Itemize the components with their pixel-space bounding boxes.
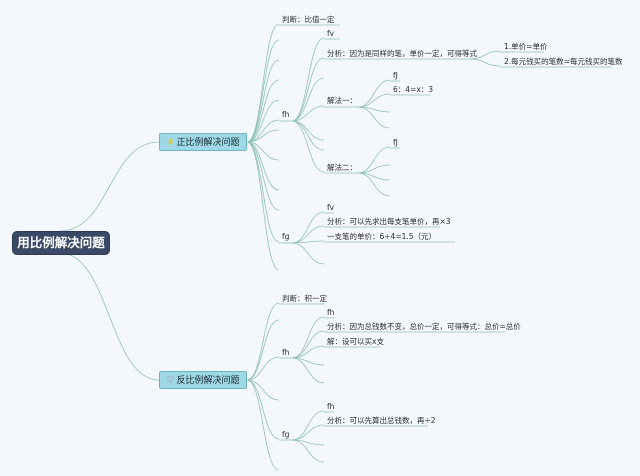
connector-line-32 xyxy=(357,79,391,108)
group1-tag[interactable]: fh xyxy=(282,110,290,119)
connector-line-23 xyxy=(291,120,325,151)
branch-inverse-label: 反比例解决问题 xyxy=(176,376,240,386)
connector-line-61 xyxy=(291,345,325,359)
connector-line-4 xyxy=(246,141,280,243)
branch-direct-label: 正比例解决问题 xyxy=(176,138,240,148)
connector-line-43 xyxy=(291,211,325,244)
group1-title[interactable]: fv xyxy=(327,29,335,38)
connector-line-54 xyxy=(246,379,280,401)
equation-2[interactable]: 2.每元钱买的笔数=每元钱买的笔数 xyxy=(504,57,623,66)
connector-line-0 xyxy=(59,141,160,232)
connector-line-55 xyxy=(246,379,280,471)
connector-line-44 xyxy=(291,225,325,244)
group4-analysis[interactable]: 分析：可以先算出总钱数，再÷2 xyxy=(327,416,436,425)
group3-analysis[interactable]: 分析：因为总钱数不变，总价一定，可得等式：总价=总价 xyxy=(327,322,521,331)
connector-line-18 xyxy=(291,57,325,122)
connector-line-51 xyxy=(246,356,280,381)
connector-line-22 xyxy=(291,120,325,141)
connector-line-1 xyxy=(59,252,160,381)
method1-line1[interactable]: fJ xyxy=(393,71,398,80)
connector-line-50 xyxy=(246,302,280,381)
connector-line-38 xyxy=(357,146,391,174)
branch-inverse-proportion[interactable]: ♡反比例解决问题 xyxy=(159,371,247,389)
group3-solution[interactable]: 解：设可以买x支 xyxy=(327,337,384,346)
heart-icon: ♡ xyxy=(166,376,175,386)
connector-line-29 xyxy=(469,58,501,67)
group3-title[interactable]: fh xyxy=(327,308,335,317)
connector-line-67 xyxy=(291,410,325,441)
judge-direct[interactable]: 判断：比值一定 xyxy=(282,15,335,24)
connector-line-39 xyxy=(357,164,391,174)
group4-title[interactable]: fh xyxy=(327,402,335,411)
connector-line-5 xyxy=(246,39,280,143)
connector-line-63 xyxy=(291,357,325,384)
connector-line-41 xyxy=(357,172,391,197)
connector-line-52 xyxy=(246,379,280,440)
group3-tag[interactable]: fh xyxy=(282,348,290,357)
method1-line2[interactable]: 6：4=x：3 xyxy=(393,85,434,94)
group1-analysis[interactable]: 分析：因为是同样的笔，单价一定，可得等式 xyxy=(327,49,477,58)
connector-line-21 xyxy=(291,77,325,122)
method2-label[interactable]: 解法二： xyxy=(327,163,357,172)
connector-line-28 xyxy=(469,50,501,60)
connector-line-9 xyxy=(246,129,280,143)
connector-line-11 xyxy=(246,141,280,191)
connector-line-2 xyxy=(246,23,280,143)
connector-line-12 xyxy=(246,141,280,211)
connector-line-17 xyxy=(291,37,325,122)
group2-line[interactable]: 一支笔的单价：6÷4=1.5（元） xyxy=(327,232,437,241)
connector-line-33 xyxy=(357,93,391,108)
connector-line-70 xyxy=(291,439,325,463)
connector-line-68 xyxy=(291,424,325,441)
connector-line-59 xyxy=(291,316,325,359)
connector-line-13 xyxy=(246,141,280,271)
connector-line-7 xyxy=(246,79,280,143)
judge-inverse[interactable]: 判断：积一定 xyxy=(282,294,327,303)
method2-line1[interactable]: fJ xyxy=(393,138,398,147)
equation-1[interactable]: 1.单价=单价 xyxy=(504,42,548,51)
connector-line-20 xyxy=(291,120,325,173)
group2-tag[interactable]: fg xyxy=(282,232,290,241)
connector-line-53 xyxy=(246,319,280,381)
connector-line-46 xyxy=(291,242,325,265)
lightbulb-icon: ☀ xyxy=(166,138,175,148)
group2-analysis[interactable]: 分析：可以先求出每支笔单价，再×3 xyxy=(327,217,451,226)
connector-line-35 xyxy=(357,106,391,129)
branch-direct-proportion[interactable]: ☀正比例解决问题 xyxy=(159,133,247,151)
connector-line-8 xyxy=(246,99,280,143)
group2-title[interactable]: fv xyxy=(327,203,335,212)
connector-line-6 xyxy=(246,59,280,143)
connector-line-60 xyxy=(291,330,325,359)
method1-label[interactable]: 解法一： xyxy=(327,96,357,105)
connector-line-45 xyxy=(291,240,325,244)
group4-tag[interactable]: fg xyxy=(282,430,290,439)
root-node[interactable]: 用比例解决问题 xyxy=(12,231,110,255)
